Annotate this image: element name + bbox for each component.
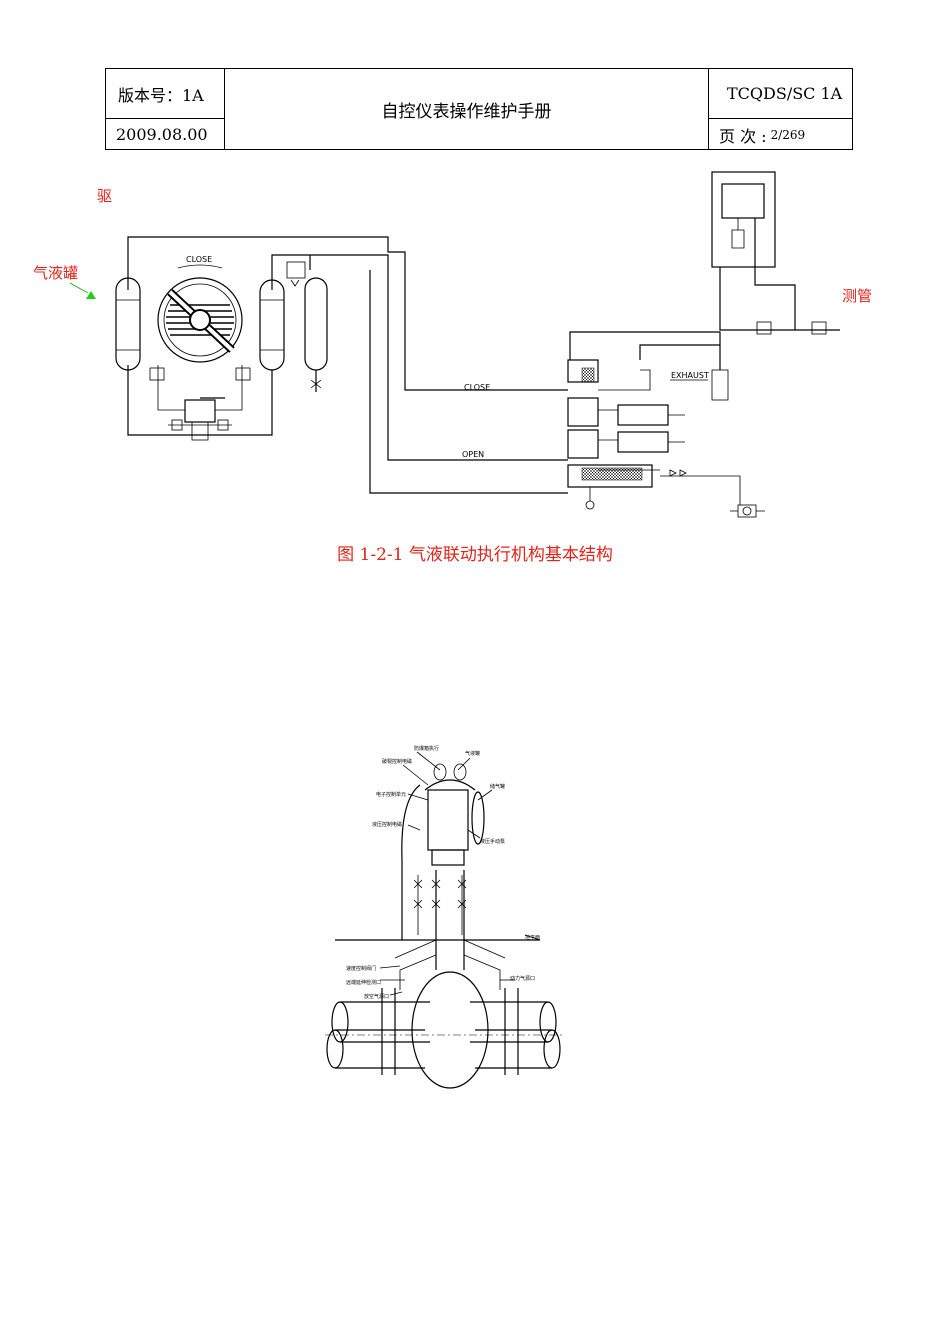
- open-line-label: OPEN: [462, 450, 484, 459]
- actuator-schematic: CLOSE CLOSE OPEN EXHAUST: [69, 171, 840, 518]
- label-actuator-box: 防爆箱执行: [414, 745, 439, 752]
- label-ground-level: 地平面: [525, 934, 540, 941]
- close-dial-label: CLOSE: [186, 255, 212, 264]
- version-cell: 版本号：1A: [106, 69, 225, 119]
- version-label: 版本号：1A: [118, 85, 204, 105]
- label-gas-liquid-tank: 气液罐: [465, 750, 480, 757]
- label-vent-port: 放空气源口: [364, 993, 389, 1000]
- label-electronic-unit: 电子控制单元: [376, 791, 406, 798]
- label-hydraulic-pump: 液压手动泵: [480, 838, 505, 845]
- page-label: 页 次 :: [719, 126, 767, 146]
- close-line-label: CLOSE: [464, 383, 490, 392]
- label-burst-solenoid: 破裂控制电磁: [382, 758, 412, 765]
- page-cell: 页 次 :2/269: [709, 119, 853, 150]
- figure-caption: 图 1-2-1 气液联动执行机构基本结构: [337, 545, 613, 565]
- exhaust-label: EXHAUST: [671, 371, 709, 380]
- label-speed-valve: 速度控制阀门: [346, 965, 376, 972]
- label-hydraulic-solenoid: 液压控制电磁: [372, 821, 402, 828]
- valve-installation-diagram: 防爆箱执行 气液罐 储气罐 液压手动泵 电子控制单元 破裂控制电磁 液压控制电磁…: [325, 745, 565, 1089]
- date-cell: 2009.08.00: [106, 119, 225, 150]
- label-remote-port: 远端延伸检测口: [346, 979, 381, 986]
- doc-code: TCQDS/SC 1A: [727, 84, 843, 103]
- annotation-drive: 驱: [97, 187, 113, 205]
- page-value: 2/269: [770, 127, 806, 142]
- annotation-measure-pipe: 测管: [842, 287, 873, 305]
- label-air-tank: 储气罐: [490, 783, 505, 790]
- document-title: 自控仪表操作维护手册: [381, 102, 552, 122]
- title-cell: 自控仪表操作维护手册: [225, 69, 709, 150]
- document-header-table: 版本号：1A 2009.08.00 自控仪表操作维护手册 TCQDS/SC 1A…: [105, 68, 853, 150]
- doc-code-cell: TCQDS/SC 1A: [709, 69, 853, 119]
- date-value: 2009.08.00: [116, 125, 208, 144]
- label-power-gas-port: 动力气源口: [510, 975, 535, 982]
- annotation-gas-liquid-tank: 气液罐: [33, 264, 79, 282]
